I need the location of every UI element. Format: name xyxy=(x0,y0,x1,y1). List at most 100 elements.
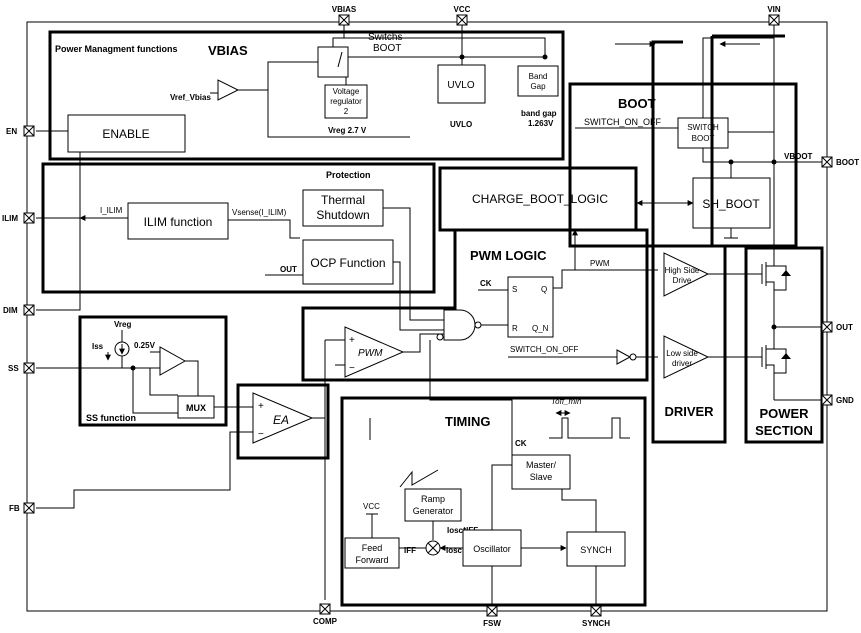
uvlo-box-label: UVLO xyxy=(447,80,474,91)
switch-boot-line2: BOOT xyxy=(692,134,715,143)
pin-comp[interactable]: COMP xyxy=(313,603,338,626)
timing-vcc-label: VCC xyxy=(363,502,380,511)
sh-boot-label: SH_BOOT xyxy=(702,197,760,211)
power-section-line2: SECTION xyxy=(755,423,813,438)
vref-vbias-label: Vref_Vbias xyxy=(170,93,211,102)
pin-ss-label: SS xyxy=(8,364,19,373)
vbias-title: VBIAS xyxy=(208,43,248,58)
charge-boot-logic-label: CHARGE_BOOT_LOGIC xyxy=(472,192,608,206)
iff-label: IFF xyxy=(404,546,416,555)
power-management-title: Power Managment functions xyxy=(55,44,178,54)
pin-comp-label: COMP xyxy=(313,617,338,626)
pin-synch-label: SYNCH xyxy=(582,619,610,628)
switch-boot-line1: SWITCH xyxy=(687,123,719,132)
high-side-line2: Drive xyxy=(673,276,692,285)
pin-fsw-label: FSW xyxy=(483,619,501,628)
enable-label: ENABLE xyxy=(102,127,149,141)
pin-vin[interactable]: VIN xyxy=(767,5,781,26)
nand-gate xyxy=(443,309,476,341)
pin-dim[interactable]: DIM xyxy=(3,304,35,316)
iss-label: Iss xyxy=(92,342,104,351)
ramp-generator-box xyxy=(404,488,462,522)
timing-title: TIMING xyxy=(445,414,491,429)
low-side-line1: Low side xyxy=(666,349,698,358)
pwm-signal-label: PWM xyxy=(590,259,610,268)
pwm-comp-minus: − xyxy=(349,363,355,374)
pin-ilim-label: ILIM xyxy=(2,214,18,223)
protection-block: Protection I_ILIM ILIM function Vsense(I… xyxy=(41,162,444,331)
pin-out[interactable]: OUT xyxy=(821,321,853,333)
timing-block: TIMING Toff_min CK Master/ Slave Ramp Ge… xyxy=(340,396,647,607)
pin-out-label: OUT xyxy=(836,323,853,332)
pwm-logic-block: PWM LOGIC CK S Q R Q_N PWM + − PWM SWITC… xyxy=(301,228,658,600)
ss-comparator xyxy=(159,346,187,376)
pin-en[interactable]: EN xyxy=(6,125,35,137)
pin-vcc[interactable]: VCC xyxy=(454,5,471,26)
master-slave-line2: Slave xyxy=(530,472,553,482)
voltage-regulator-line1: Voltage xyxy=(333,87,360,96)
chip-boundary xyxy=(26,21,828,612)
switch-buffer xyxy=(616,349,632,365)
vreg-label: Vreg 2.7 V xyxy=(328,126,367,135)
ocp-out-label: OUT xyxy=(280,265,297,274)
thermal-line2: Shutdown xyxy=(316,208,369,222)
voltage-regulator-line3: 2 xyxy=(344,107,349,116)
pin-vbias[interactable]: VBIAS xyxy=(332,5,357,26)
latch-s: S xyxy=(512,285,517,294)
band-gap-box xyxy=(517,65,559,97)
ea-frame xyxy=(236,383,330,460)
pin-fsw[interactable]: FSW xyxy=(483,605,501,628)
driver-block: DRIVER High Side Drive Low side driver xyxy=(651,244,762,444)
power-management-frame xyxy=(48,30,565,161)
mux-label: MUX xyxy=(186,403,206,413)
pin-synch[interactable]: SYNCH xyxy=(582,605,610,628)
power-section-line1: POWER xyxy=(759,406,809,421)
ss-function-frame xyxy=(78,315,228,427)
master-slave-line1: Master/ xyxy=(526,460,557,470)
low-side-driver xyxy=(663,335,710,379)
voltage-regulator-line2: regulator xyxy=(330,97,362,106)
ramp-sawtooth xyxy=(399,469,439,488)
band-gap-line2: Gap xyxy=(530,82,546,91)
pin-dim-label: DIM xyxy=(3,306,18,315)
ilim-function-box xyxy=(127,202,229,240)
protection-title: Protection xyxy=(326,170,371,180)
band-gap-label-2: 1.263V xyxy=(528,119,554,128)
vbias-amplifier xyxy=(217,79,240,101)
pwm-comparator xyxy=(344,326,405,378)
pin-boot[interactable]: BOOT xyxy=(821,156,859,168)
feed-forward-line1: Feed xyxy=(362,543,383,553)
pin-vin-label: VIN xyxy=(767,5,781,14)
pwm-ck-label: CK xyxy=(480,279,492,288)
ea-label: EA xyxy=(273,413,289,427)
band-gap-line1: Band xyxy=(529,72,548,81)
pin-ss[interactable]: SS xyxy=(8,362,35,374)
latch-r: R xyxy=(512,324,518,333)
oscillator-label: Oscillator xyxy=(473,544,511,554)
pin-gnd[interactable]: GND xyxy=(821,394,854,406)
v025-label: 0.25V xyxy=(134,341,156,350)
ea-amplifier xyxy=(252,392,314,444)
enable-box xyxy=(67,114,186,153)
synch-label: SYNCH xyxy=(580,545,612,555)
power-section-block: POWER SECTION xyxy=(744,246,827,444)
ea-minus: − xyxy=(258,429,264,440)
ss-function-title: SS function xyxy=(86,413,136,423)
boot-title: BOOT xyxy=(618,96,656,111)
timing-frame xyxy=(340,396,647,607)
pin-fb[interactable]: FB xyxy=(9,502,35,514)
pin-ilim[interactable]: ILIM xyxy=(2,212,35,224)
high-side-driver xyxy=(663,252,710,297)
ea-block: + − EA xyxy=(236,383,330,460)
boot-block: BOOT SWITCH_ON_OFF SWITCH BOOT VBOOT CHA… xyxy=(438,37,827,248)
driver-frame xyxy=(651,244,727,444)
synch-box xyxy=(566,531,626,567)
timing-ck-label: CK xyxy=(515,439,527,448)
band-gap-label-1: band gap xyxy=(521,109,557,118)
ocp-function-label: OCP Function xyxy=(310,256,385,270)
pin-gnd-label: GND xyxy=(836,396,854,405)
vboot-label: VBOOT xyxy=(784,152,813,161)
ss-function-block: SS function Vreg Iss 0.25V MUX xyxy=(78,315,228,427)
pin-vcc-label: VCC xyxy=(454,5,471,14)
switch-box xyxy=(317,46,349,78)
